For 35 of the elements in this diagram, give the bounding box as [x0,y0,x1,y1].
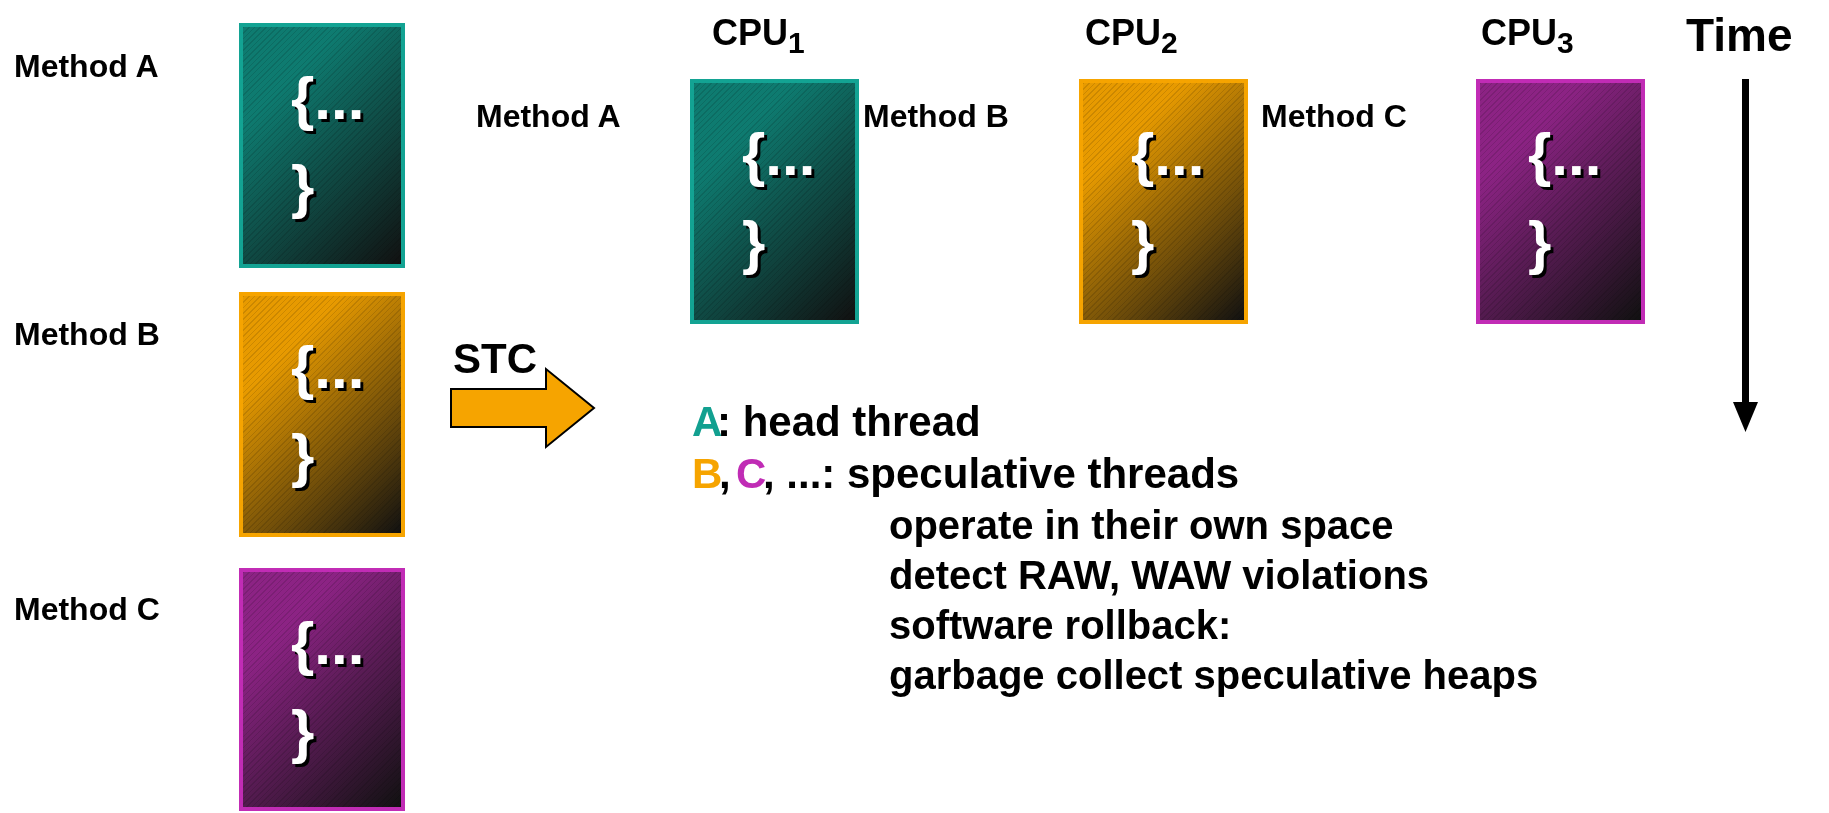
note-text: detect RAW, WAW violations [889,553,1430,598]
code-block-card [239,568,405,811]
closing-brace-text: } [1131,213,1155,273]
method-label: Method C [14,591,160,628]
method-label: Method B [863,98,1009,135]
cpu-label: CPU$_{2}$ [1085,12,1178,61]
closing-brace-text: } [291,426,315,486]
closing-brace-text: } [742,213,766,273]
opening-brace-text: {... [291,338,365,398]
code-block-card [1476,79,1645,324]
opening-brace-text: {... [742,125,816,185]
closing-brace-text: } [1528,213,1552,273]
opening-brace-text: {... [1131,125,1205,185]
code-block-card [239,23,405,268]
cpu-label: CPU$_{1}$ [712,12,805,61]
method-label: Method C [1261,98,1407,135]
stc-label: STC [453,335,537,383]
opening-brace-text: {... [291,69,365,129]
code-block-card [690,79,859,324]
note-text: operate in their own space [889,503,1394,548]
note-text: garbage collect speculative heaps [889,653,1539,698]
code-block-card [1079,79,1248,324]
time-label: Time [1686,8,1793,62]
method-label: Method B [14,316,160,353]
method-label: Method A [14,48,159,85]
method-label: Method A [476,98,621,135]
closing-brace-text: } [291,157,315,217]
thread-letter: B [692,450,723,498]
note-text: software rollback: [889,603,1232,648]
closing-brace-text: } [291,702,315,762]
opening-brace-text: {... [1528,125,1602,185]
code-block-card [239,292,405,537]
thread-letter: C [736,450,767,498]
opening-brace-text: {... [291,614,365,674]
cpu-label: CPU$_{3}$ [1481,12,1574,61]
